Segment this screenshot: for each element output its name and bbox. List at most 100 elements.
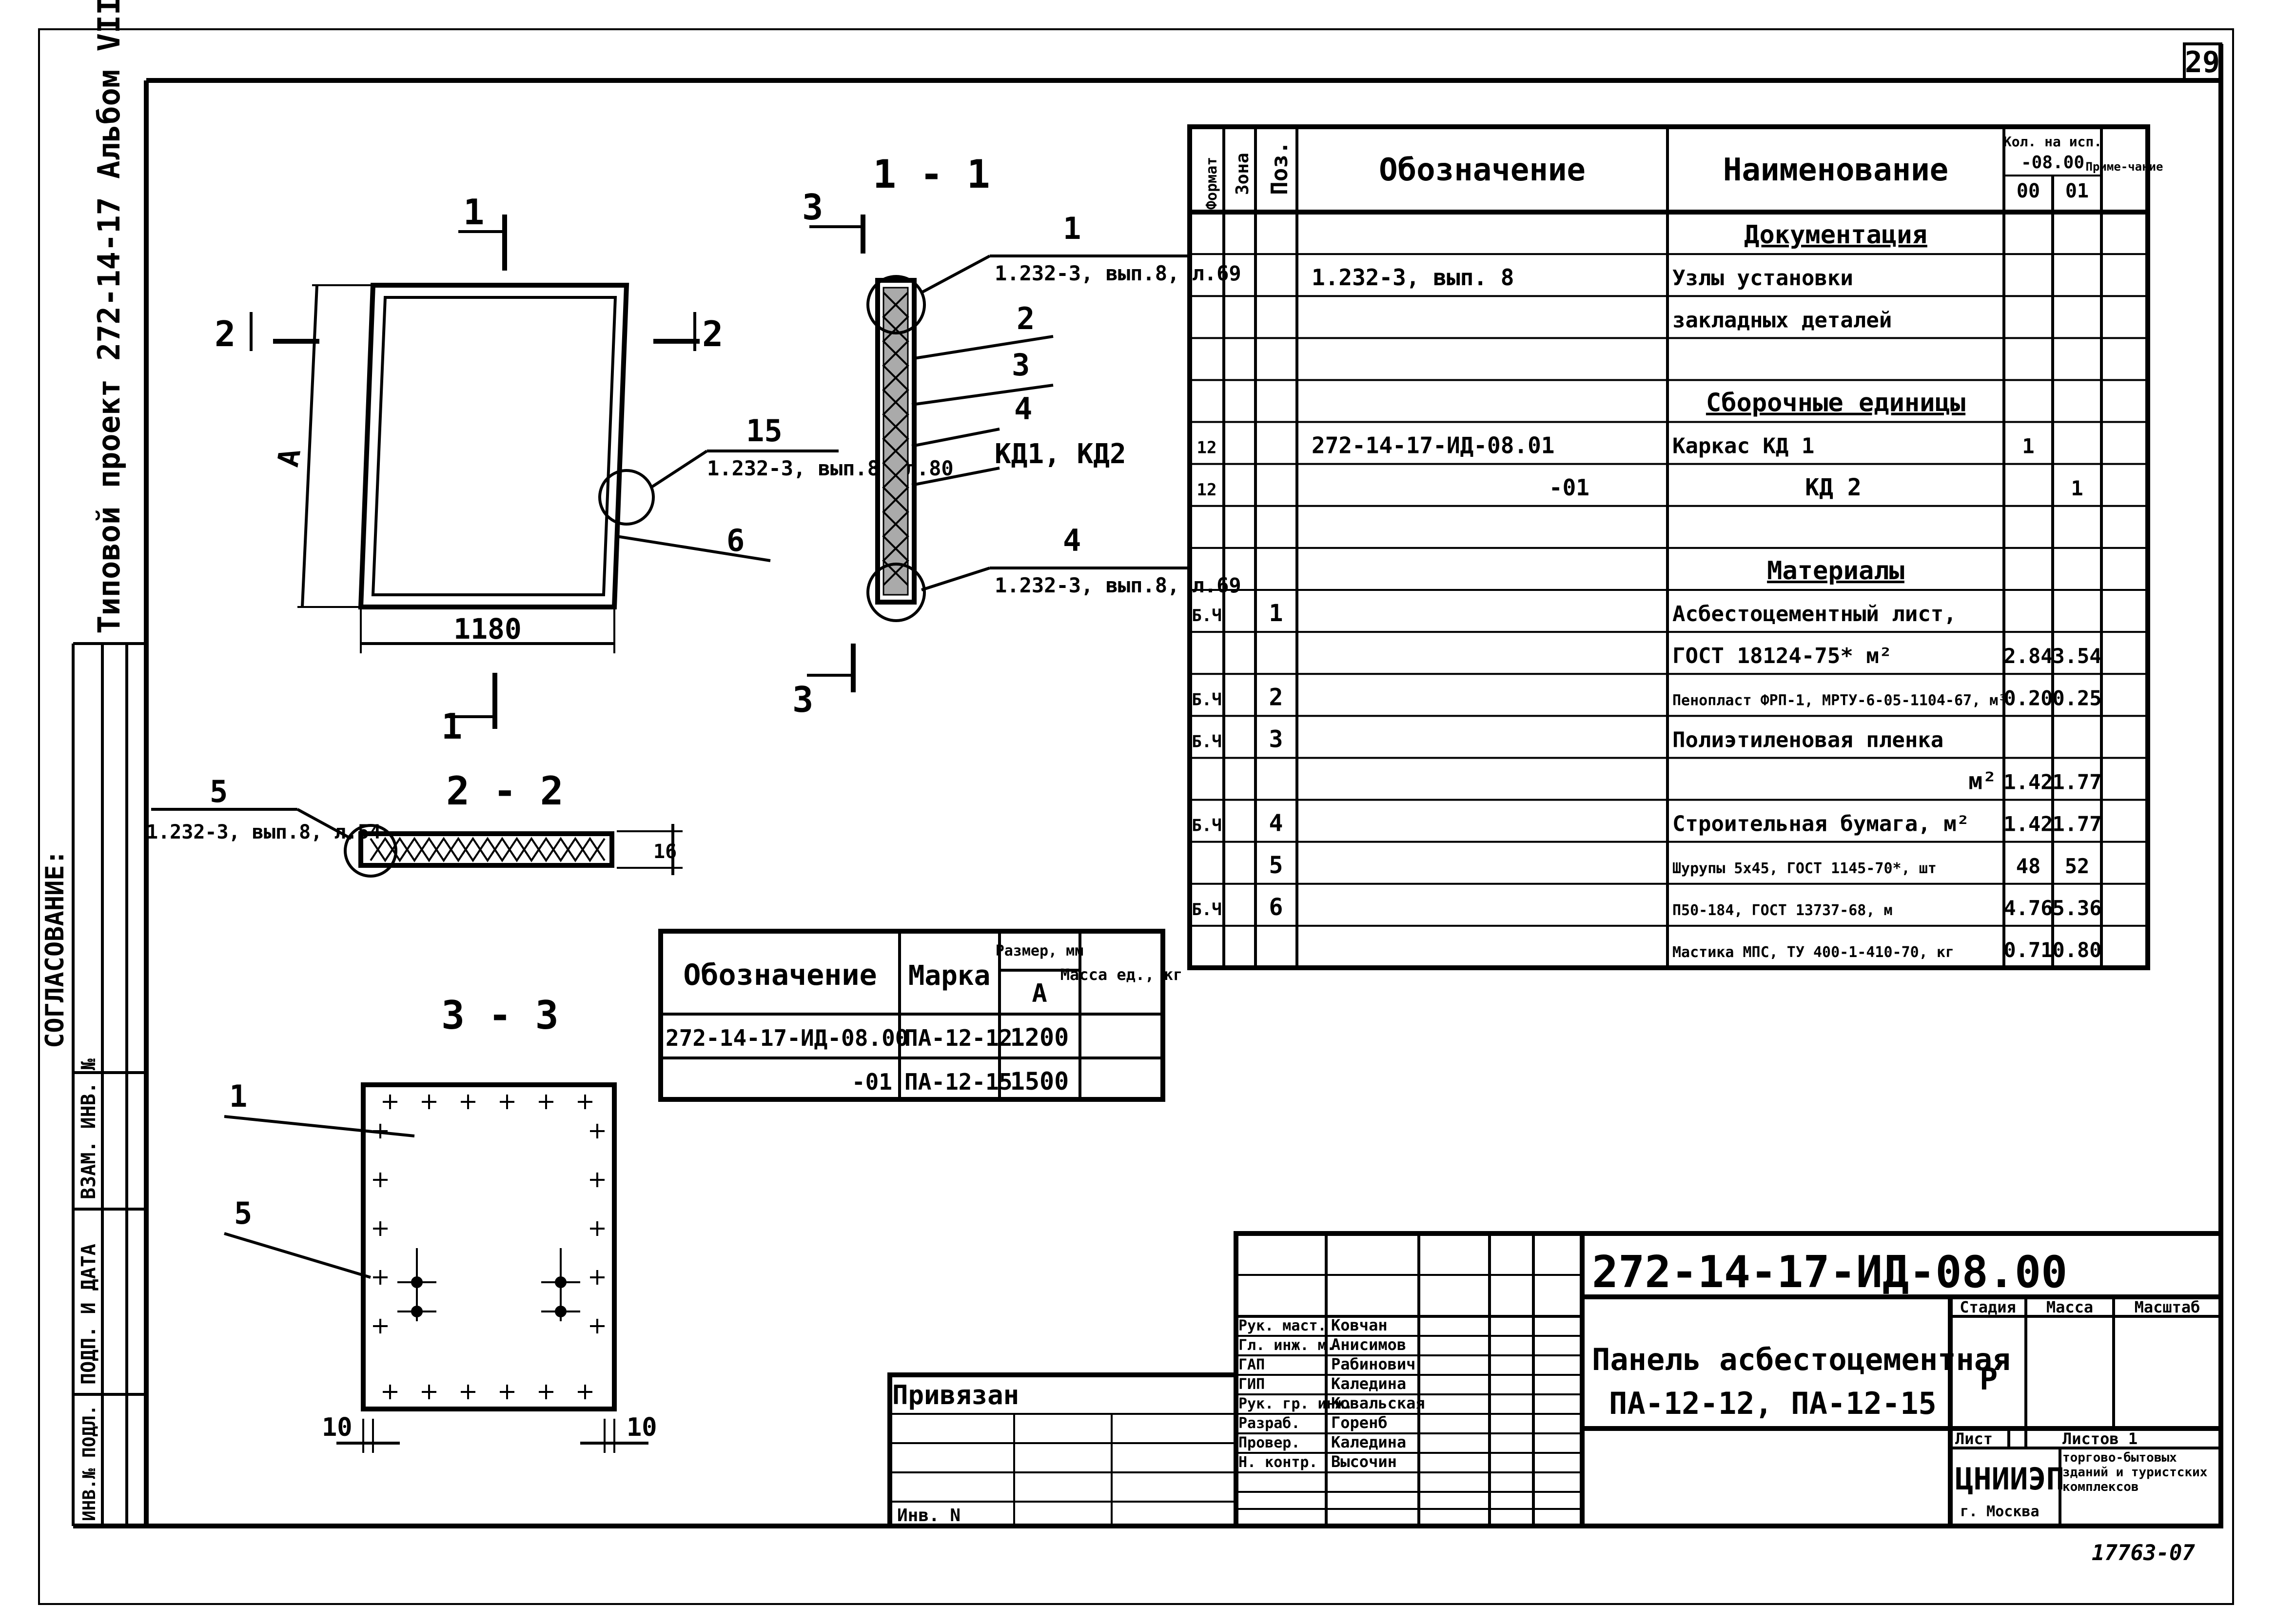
spec-cell-format: Б.Ч [1192, 816, 1221, 836]
role-name: Горенб [1331, 1413, 1388, 1432]
section-1-1-title: 1 - 1 [873, 152, 990, 197]
org-city: г. Москва [1960, 1503, 2040, 1520]
role-name: Ковчан [1331, 1316, 1388, 1334]
sheet-number-box [2183, 42, 2222, 82]
cut-mark-3-top: 3 [802, 187, 823, 228]
archive-number: 17763-07 [2092, 1541, 2195, 1565]
spec-head-format: Формат [1203, 157, 1220, 210]
mark-head-size: Размер, мм [996, 942, 1084, 959]
spec-cell-name: Документация [1744, 220, 1927, 250]
spec-cell-qty-01: 0.80 [2052, 938, 2101, 962]
spec-head-qty-variant: -08.00 [2021, 153, 2084, 173]
role-name: Анисимов [1331, 1335, 1406, 1354]
side-stamp-replace: ВЗАМ. ИНВ. № [78, 1058, 100, 1199]
privyazan-stamp [887, 1372, 1238, 1528]
spec-cell-name: Полиэтиленовая пленка [1672, 727, 1943, 752]
spec-cell-format: 12 [1197, 438, 1217, 458]
sheet-label: Лист [1955, 1429, 1993, 1448]
callout-4b-ref: 1.232-3, вып.8, л.69 [995, 573, 1241, 597]
outer-border [38, 28, 2234, 1605]
spec-head-designation: Обозначение [1379, 152, 1586, 188]
spec-head-note: Приме-чание [2086, 160, 2163, 174]
spec-cell-name: Каркас КД 1 [1672, 434, 1814, 459]
dim-10-left: 10 [322, 1413, 353, 1442]
callout-15: 15 [746, 413, 783, 449]
spec-head-pos: Поз. [1266, 141, 1293, 195]
cut-mark-1-bottom: 1 [441, 706, 462, 747]
spec-cell-qty-01: 5.36 [2052, 896, 2101, 920]
cut-mark-1-top: 1 [463, 192, 484, 233]
privyazan-label: Привязан [892, 1380, 1019, 1410]
stage-header: Стадия [1960, 1298, 2016, 1316]
callout-2: 2 [1017, 301, 1035, 336]
spec-cell-pos: 6 [1269, 894, 1283, 921]
spec-head-qty-00: 00 [2017, 180, 2040, 202]
role-name: Каледина [1331, 1433, 1406, 1451]
spec-cell-qty-01: 1.77 [2052, 812, 2101, 836]
callout-6: 6 [726, 523, 745, 558]
scale-header: Масштаб [2135, 1298, 2200, 1316]
cut-mark-2-right: 2 [702, 313, 723, 354]
mark-row-2-mark: ПА-12-15 [904, 1069, 1013, 1095]
spec-head-zone: Зона [1233, 153, 1253, 195]
spec-head-qty: Кол. на исп. [2003, 134, 2102, 150]
spec-cell-qty-00: 2.84 [2003, 644, 2053, 668]
side-label: Типовой проект 272-14-17 Альбом VII [91, 0, 127, 634]
spec-cell-qty-00: 1.42 [2003, 770, 2053, 794]
spec-cell-pos: 3 [1269, 725, 1283, 753]
spec-cell-qty-00: 48 [2016, 854, 2041, 878]
spec-cell-qty-00: 0.20 [2003, 686, 2053, 710]
spec-head-qty-01: 01 [2065, 180, 2089, 202]
mark-head-a: А [1032, 979, 1047, 1008]
role-title: Провер. [1238, 1434, 1300, 1451]
spec-cell-name: Сборочные единицы [1706, 389, 1965, 418]
section-1-1: 1 - 1 3 3 1 1.232-3, вып.8, л.69 2 3 4 К… [792, 152, 1241, 720]
mark-head-designation: Обозначение [683, 958, 877, 992]
dim-thickness: 16 [653, 841, 677, 863]
inv-no-label: Инв. N [897, 1506, 961, 1526]
spec-cell-name: П50-184, ГОСТ 13737-68, м [1672, 902, 1893, 919]
dim-line-a [301, 285, 318, 607]
spec-cell-qty-01: 52 [2065, 854, 2090, 878]
spec-cell-name: Материалы [1767, 556, 1904, 586]
stage-value: Р [1980, 1361, 1998, 1397]
spec-cell-name: Мастика МПС, ТУ 400-1-410-70, кг [1672, 944, 1954, 961]
spec-cell-name: закладных деталей [1672, 308, 1892, 333]
spec-cell-qty-01: 3.54 [2052, 644, 2101, 668]
role-title: Н. контр. [1238, 1454, 1318, 1471]
role-name: Каледина [1331, 1374, 1406, 1393]
spec-cell-pos: 5 [1269, 852, 1283, 879]
spec-cell-name: КД 2 [1805, 474, 1862, 501]
section-2-2: 2 - 2 16 5 1.232-3, вып.8, л.54 [146, 768, 683, 878]
mark-head-mark: Марка [908, 960, 991, 992]
spec-cell-pos: 1 [1269, 600, 1283, 627]
role-title: Гл. инж. м. [1238, 1337, 1335, 1354]
mark-row-1-mark: ПА-12-12 [904, 1025, 1013, 1051]
section-3-3-title: 3 - 3 [441, 993, 559, 1038]
drawing-title-1: Панель асбестоцементная [1592, 1342, 2011, 1377]
callout-5: 5 [210, 774, 228, 809]
spec-cell-name: м² [1968, 768, 1997, 795]
spec-cell-designation: 272-14-17-ИД-08.01 [1312, 432, 1555, 459]
spec-cell-name: Шурупы 5х45, ГОСТ 1145-70*, шт [1672, 860, 1937, 877]
callout-1-ref: 1.232-3, вып.8, л.69 [995, 261, 1241, 285]
spec-cell-qty-01: 1.77 [2052, 770, 2101, 794]
spec-cell-name: Пенопласт ФРП-1, МРТУ-6-05-1104-67, м³ [1672, 692, 2007, 709]
mark-row-2-designation: -01 [852, 1069, 892, 1095]
spec-cell-format: Б.Ч [1192, 606, 1221, 626]
side-stamp-inv: ИНВ.№ ПОДЛ. [79, 1405, 99, 1521]
drawing-title-2: ПА-12-12, ПА-12-15 [1609, 1386, 1937, 1421]
role-name: Ковальская [1331, 1394, 1425, 1412]
dim-a-label: А [271, 446, 308, 470]
spec-cell-format: Б.Ч [1192, 732, 1221, 751]
spec-cell-designation: 1.232-3, вып. 8 [1312, 264, 1514, 291]
mark-head-mass: Масса ед., кг [1060, 965, 1182, 984]
role-name: Высочин [1331, 1452, 1397, 1471]
org-description-box: торгово-бытовых зданий и туристских комп… [2062, 1450, 2207, 1494]
spec-cell-name: ГОСТ 18124-75* м² [1672, 644, 1892, 668]
spec-cell-qty-00: 0.71 [2003, 938, 2053, 962]
role-title: Рук. гр. инж. [1238, 1395, 1353, 1412]
section-2-2-title: 2 - 2 [446, 768, 564, 814]
spec-cell-qty-01: 0.25 [2052, 686, 2101, 710]
